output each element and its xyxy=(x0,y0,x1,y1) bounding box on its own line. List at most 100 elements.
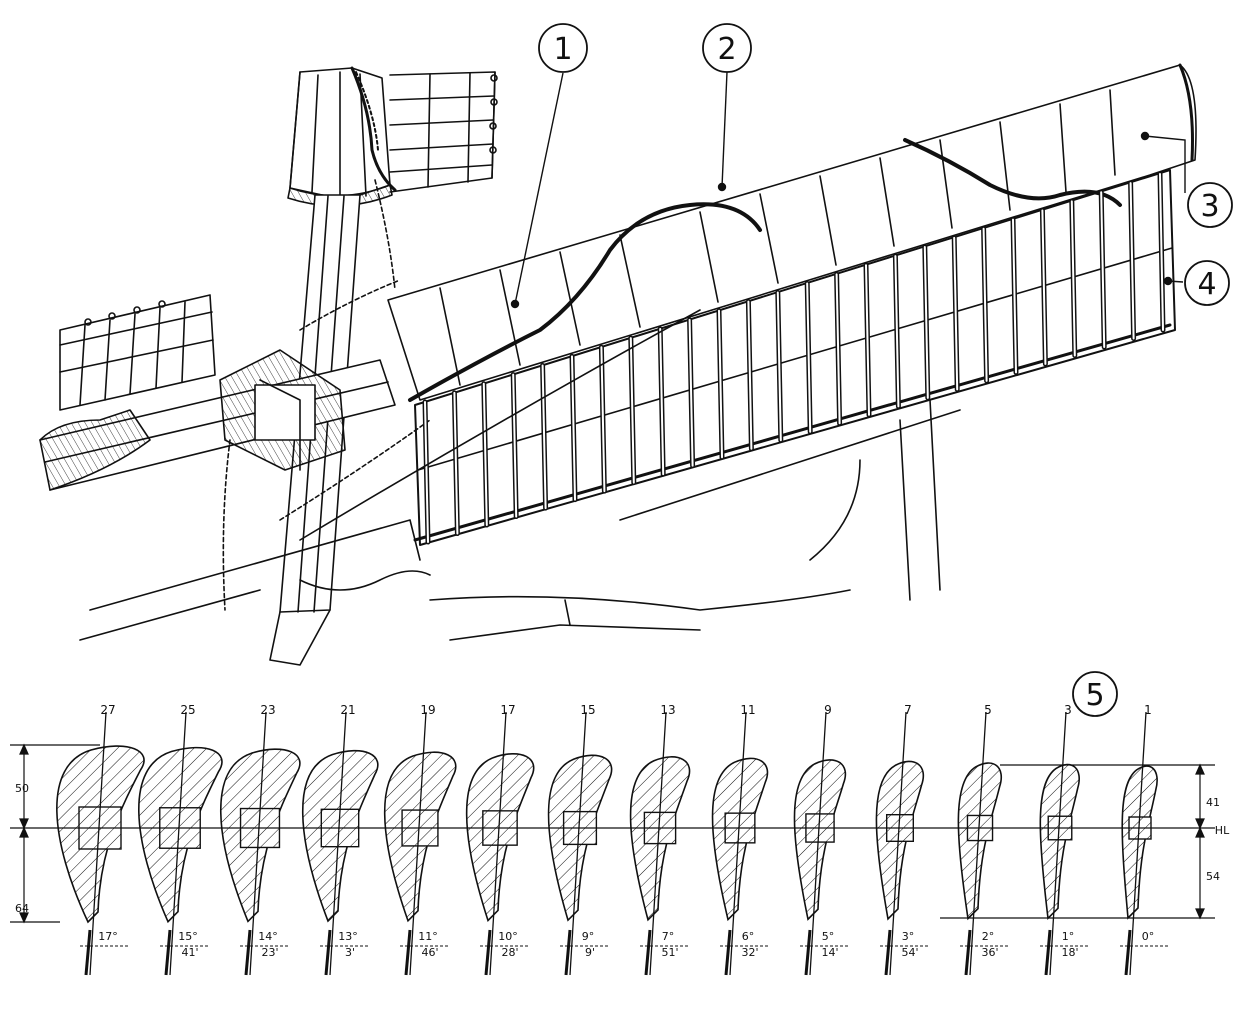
main-sail-cloth xyxy=(387,63,1197,402)
support-rod xyxy=(299,309,961,541)
section-whip xyxy=(964,929,972,976)
lattice-bar-highlight xyxy=(541,364,547,510)
section-angle-minutes: 41' xyxy=(181,946,198,959)
section-blade xyxy=(1039,763,1080,921)
section-axis-line xyxy=(89,711,107,976)
left-sail-lattice xyxy=(59,294,216,411)
lattice-bar-highlight xyxy=(865,264,870,416)
section-angle-minutes: 28' xyxy=(501,946,518,959)
lattice-bar-highlight xyxy=(1012,218,1017,374)
section-blade xyxy=(1121,765,1158,920)
section-angle-degrees: 5° xyxy=(822,930,835,943)
dim-left-top: 50 xyxy=(15,782,29,795)
section-profile-7: 73°54' xyxy=(875,703,930,976)
section-axis-line xyxy=(1049,711,1067,976)
section-angle-minutes: 23' xyxy=(261,946,278,959)
section-axis-line xyxy=(409,711,427,976)
section-number: 23 xyxy=(260,703,275,717)
callout-leaders xyxy=(510,71,1186,309)
chains xyxy=(222,179,431,611)
section-angle-minutes: 9' xyxy=(585,946,595,959)
section-profile-17: 17 10° 28' xyxy=(465,703,535,976)
section-profile-11: 116°32' xyxy=(711,703,770,976)
lattice-bar-highlight xyxy=(1129,182,1135,340)
lattice-bar-highlight xyxy=(953,236,959,391)
section-angle-degrees: 17° xyxy=(98,930,118,943)
section-angle-degrees: 1° xyxy=(1062,930,1075,943)
lattice-bar-highlight xyxy=(806,282,812,433)
lattice-bar-highlight xyxy=(1159,173,1164,331)
callout-5: 5 xyxy=(1072,671,1118,717)
section-axis-line xyxy=(249,711,267,976)
dimension-lines xyxy=(10,743,1215,924)
lattice-bar-highlight xyxy=(894,255,900,408)
section-angle-degrees: 15° xyxy=(178,930,198,943)
svg-text:2: 2 xyxy=(717,32,736,67)
lattice-bar-highlight xyxy=(982,227,988,382)
section-number: 19 xyxy=(420,703,435,717)
section-angle-minutes: 36' xyxy=(981,946,998,959)
section-number: 27 xyxy=(100,703,115,717)
section-angle-degrees: 11° xyxy=(418,930,438,943)
lattice-bar-highlight xyxy=(835,273,841,425)
section-profile-13: 137°51' xyxy=(629,703,691,976)
section-profile-19: 19 11° 46' xyxy=(383,703,457,976)
section-number: 1 xyxy=(1144,703,1152,717)
section-axis-line xyxy=(729,711,747,976)
axis-mark: HL xyxy=(1215,824,1230,837)
section-profile-3: 31°18' xyxy=(1039,703,1090,976)
lattice-bar-highlight xyxy=(512,373,518,518)
section-number: 17 xyxy=(500,703,515,717)
lattice-bar-highlight xyxy=(688,318,694,467)
section-number: 21 xyxy=(340,703,355,717)
section-whip xyxy=(564,929,572,976)
section-axis-line xyxy=(889,711,907,976)
lattice-bar-highlight xyxy=(629,337,635,484)
callout-4: 4 xyxy=(1184,260,1230,306)
lattice-bar-highlight xyxy=(923,245,929,399)
section-whip xyxy=(324,929,332,976)
mill-body-outline xyxy=(79,399,941,641)
sail-lattice-frame xyxy=(413,169,1176,546)
section-whip xyxy=(244,929,252,976)
section-angle-degrees: 7° xyxy=(662,930,675,943)
lattice-bar-highlight xyxy=(482,382,488,527)
lattice-bar-highlight xyxy=(1041,209,1047,365)
lattice-bar-highlight xyxy=(776,291,782,442)
section-angle-minutes: 46' xyxy=(421,946,438,959)
section-number: 11 xyxy=(740,703,755,717)
section-profile-1: 1 0° xyxy=(1120,703,1170,976)
upper-lattice xyxy=(389,71,498,193)
dim-right-top: 41 xyxy=(1206,796,1220,809)
callout-2: 2 xyxy=(702,23,752,73)
section-axis-line xyxy=(969,711,987,976)
dim-right-bottom: 54 xyxy=(1206,870,1220,883)
section-whip xyxy=(804,929,812,976)
section-whip xyxy=(404,929,412,976)
section-whip xyxy=(484,929,492,976)
windmill-illustration xyxy=(39,63,1197,666)
upper-furled-sail xyxy=(287,66,397,207)
lattice-bar-highlight xyxy=(600,346,606,493)
section-number: 15 xyxy=(580,703,595,717)
section-angle-minutes: 54' xyxy=(901,946,918,959)
callout-3: 3 xyxy=(1187,182,1233,228)
section-angle-minutes: 14' xyxy=(821,946,838,959)
section-angle-degrees: 13° xyxy=(338,930,358,943)
svg-text:4: 4 xyxy=(1197,267,1216,302)
lattice-bar-highlight xyxy=(718,309,723,459)
section-whip xyxy=(1124,929,1132,976)
section-angle-degrees: 0° xyxy=(1142,930,1155,943)
section-axis-line xyxy=(169,711,187,976)
section-number: 5 xyxy=(984,703,992,717)
section-angle-minutes: 18' xyxy=(1061,946,1078,959)
section-angle-degrees: 9° xyxy=(582,930,595,943)
section-whip xyxy=(84,929,92,976)
lattice-bar-highlight xyxy=(424,401,429,543)
section-whip xyxy=(164,929,172,976)
section-angle-degrees: 10° xyxy=(498,930,518,943)
